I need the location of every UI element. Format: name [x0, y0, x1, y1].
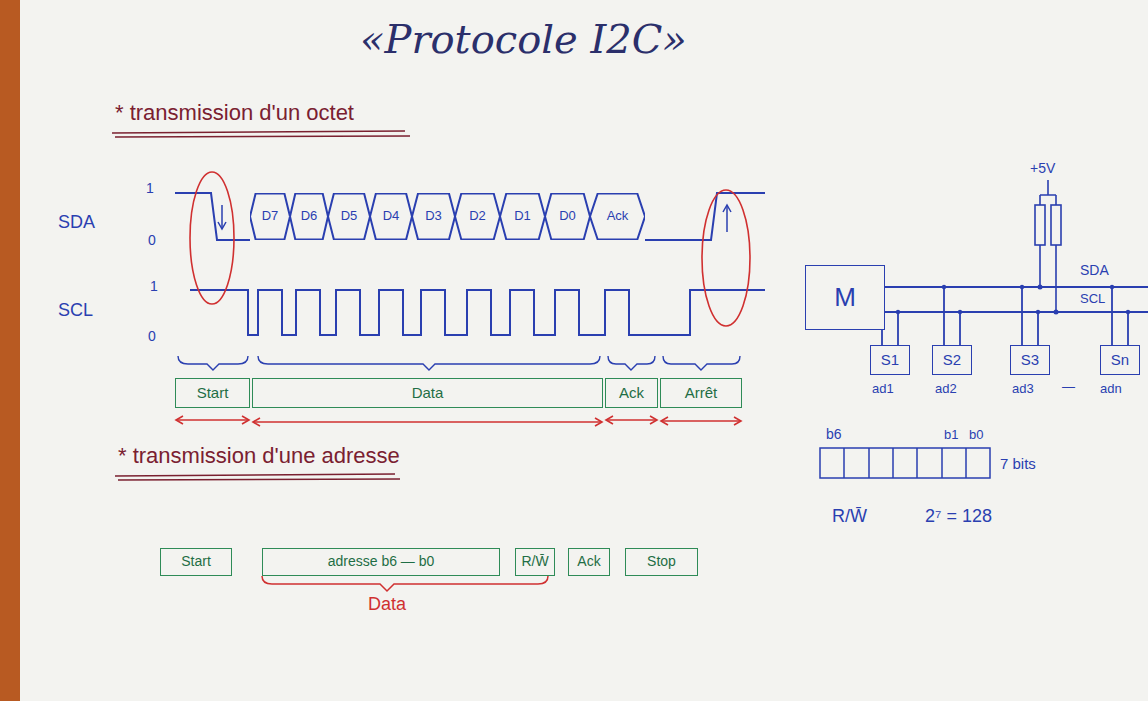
start-stop-ellipse [190, 172, 750, 326]
node-text: Start [181, 554, 211, 569]
node-text: Arrêt [685, 385, 718, 402]
bus-device: S1 [870, 345, 910, 375]
brace [262, 576, 548, 591]
node-text: S2 [943, 352, 961, 369]
table-edge [0, 0, 20, 701]
bus-device: Sn [1100, 345, 1140, 375]
label: SDA [58, 212, 95, 233]
label: 1 [150, 278, 158, 294]
junction-dot [880, 285, 1130, 315]
bit-cell: D1 [500, 193, 545, 240]
bit-cell: Ack [590, 193, 645, 240]
hexagon-outline [455, 193, 500, 239]
node-text: Ack [619, 385, 644, 402]
bit-cell: D6 [290, 193, 328, 240]
label: 0 [148, 328, 156, 344]
hexagon-outline [500, 193, 545, 239]
title: «Protocole I2C» [360, 16, 687, 62]
label: * transmission d'un octet [115, 100, 354, 125]
label: SCL [1080, 292, 1105, 307]
label: SDA [1080, 262, 1109, 278]
hexagon-outline [545, 193, 590, 239]
sda-connector [885, 287, 1112, 345]
bus-device: S2 [932, 345, 972, 375]
frame-field: Ack [605, 378, 658, 408]
sda-connector [885, 287, 944, 345]
label: — [1062, 380, 1075, 395]
node-text: D5 [341, 209, 358, 223]
node-text: Sn [1111, 352, 1129, 369]
bus-device: S3 [1010, 345, 1050, 375]
node-text: R/W̄ [521, 554, 548, 569]
label: * transmission d'une adresse [118, 443, 400, 468]
hexagon-outline [328, 193, 370, 239]
hexagon-outline [590, 193, 645, 239]
node-text: Data [412, 385, 444, 402]
bit-cell: D5 [328, 193, 370, 240]
resistor-symbol [1035, 180, 1061, 312]
label: ad1 [872, 382, 894, 397]
bit-cell: D0 [545, 193, 590, 240]
frame-field: Start [175, 378, 250, 408]
node-text: D2 [469, 209, 486, 223]
bus-device: M [805, 265, 885, 330]
node-text: D0 [559, 209, 576, 223]
hexagon-outline [370, 193, 412, 239]
node-text: D6 [301, 209, 318, 223]
bit-cell: D4 [370, 193, 412, 240]
label: ad3 [1012, 382, 1034, 397]
frame-field: Start [160, 548, 232, 576]
node-text: M [834, 283, 856, 312]
node-text: Ack [577, 554, 600, 569]
label: 0 [148, 232, 156, 248]
node-text: D7 [262, 209, 279, 223]
label: 1 [146, 180, 154, 196]
frame-field: Stop [625, 548, 698, 576]
label: 7 bits [1000, 455, 1036, 472]
node-text: Start [197, 385, 229, 402]
label: b1 [944, 428, 958, 443]
bit-register [820, 448, 990, 478]
underline [112, 131, 410, 480]
hexagon-outline [412, 193, 455, 239]
sda-waveform [175, 193, 765, 240]
sda-connector [885, 287, 1022, 345]
bus-line [885, 287, 1148, 345]
node-text: Ack [607, 209, 629, 223]
scl-waveform [190, 290, 765, 335]
frame-field: R/W̄ [515, 548, 555, 576]
node-text: D3 [425, 209, 442, 223]
frame-field: adresse b6 — b0 [262, 548, 500, 576]
label: +5V [1030, 160, 1055, 176]
span-arrow [176, 416, 741, 426]
label: b0 [969, 428, 983, 443]
label: b6 [826, 426, 842, 442]
label: 2⁷ = 128 [925, 506, 992, 527]
bit-cell: D2 [455, 193, 500, 240]
frame-field: Arrêt [660, 378, 742, 408]
node-text: adresse b6 — b0 [328, 554, 435, 569]
bit-cell: D7 [250, 193, 290, 240]
frame-field: Ack [568, 548, 610, 576]
hexagon-outline [290, 193, 328, 239]
hexagon-outline [250, 193, 290, 239]
node-text: S1 [881, 352, 899, 369]
node-text: D1 [514, 209, 531, 223]
node-text: D4 [383, 209, 400, 223]
label: Data [368, 594, 406, 615]
node-text: Stop [647, 554, 676, 569]
label: adn [1100, 382, 1122, 397]
label: ad2 [935, 382, 957, 397]
label: SCL [58, 300, 93, 321]
label: R/W̄ [832, 506, 867, 527]
bit-cell: D3 [412, 193, 455, 240]
brace [178, 356, 740, 370]
node-text: S3 [1021, 352, 1039, 369]
frame-field: Data [252, 378, 603, 408]
